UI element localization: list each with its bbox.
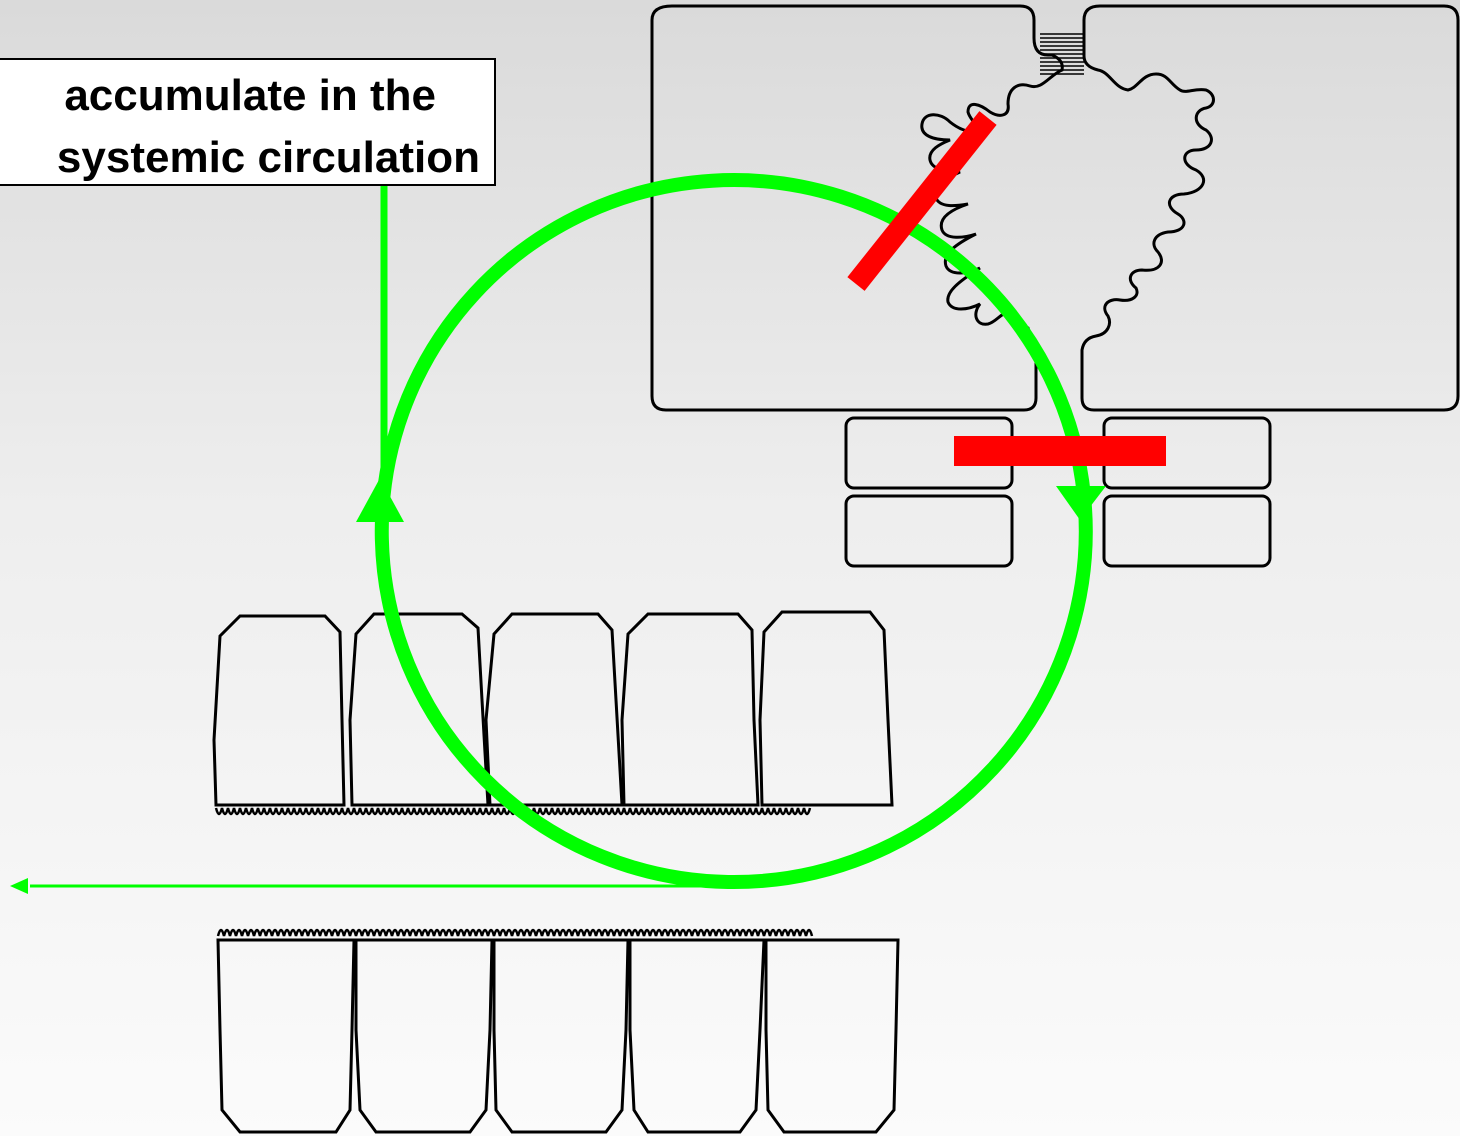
hepatocyte-right xyxy=(1080,4,1460,412)
enterocyte xyxy=(628,938,766,1134)
block-bar-ductal xyxy=(954,436,1166,466)
tight-junction xyxy=(1040,33,1084,75)
enterocyte xyxy=(764,938,900,1134)
label-line-2: systemic circulation xyxy=(56,133,480,182)
duct-cell xyxy=(1102,494,1272,568)
cycle-arrowhead xyxy=(1056,486,1106,520)
enterohepatic-cycle xyxy=(374,173,1093,890)
systemic-circulation-label: accumulate in the systemic circulation xyxy=(0,58,496,186)
block-bar-canalicular xyxy=(847,111,997,291)
enterocyte xyxy=(758,610,894,807)
enterocyte xyxy=(492,938,630,1134)
enterocyte xyxy=(212,614,346,807)
enterocyte xyxy=(484,612,624,807)
enterocyte xyxy=(354,938,494,1134)
excretion-arrowhead xyxy=(10,878,28,894)
enterocytes-upper xyxy=(212,610,894,807)
duct-cell xyxy=(844,494,1014,568)
label-line-1: accumulate in the xyxy=(64,71,436,120)
enterocyte xyxy=(620,612,760,807)
enterocyte xyxy=(216,938,356,1134)
microvilli-upper xyxy=(214,807,812,816)
enterocyte xyxy=(348,612,490,807)
enterocytes-lower xyxy=(216,938,900,1134)
microvilli-lower xyxy=(216,928,814,937)
